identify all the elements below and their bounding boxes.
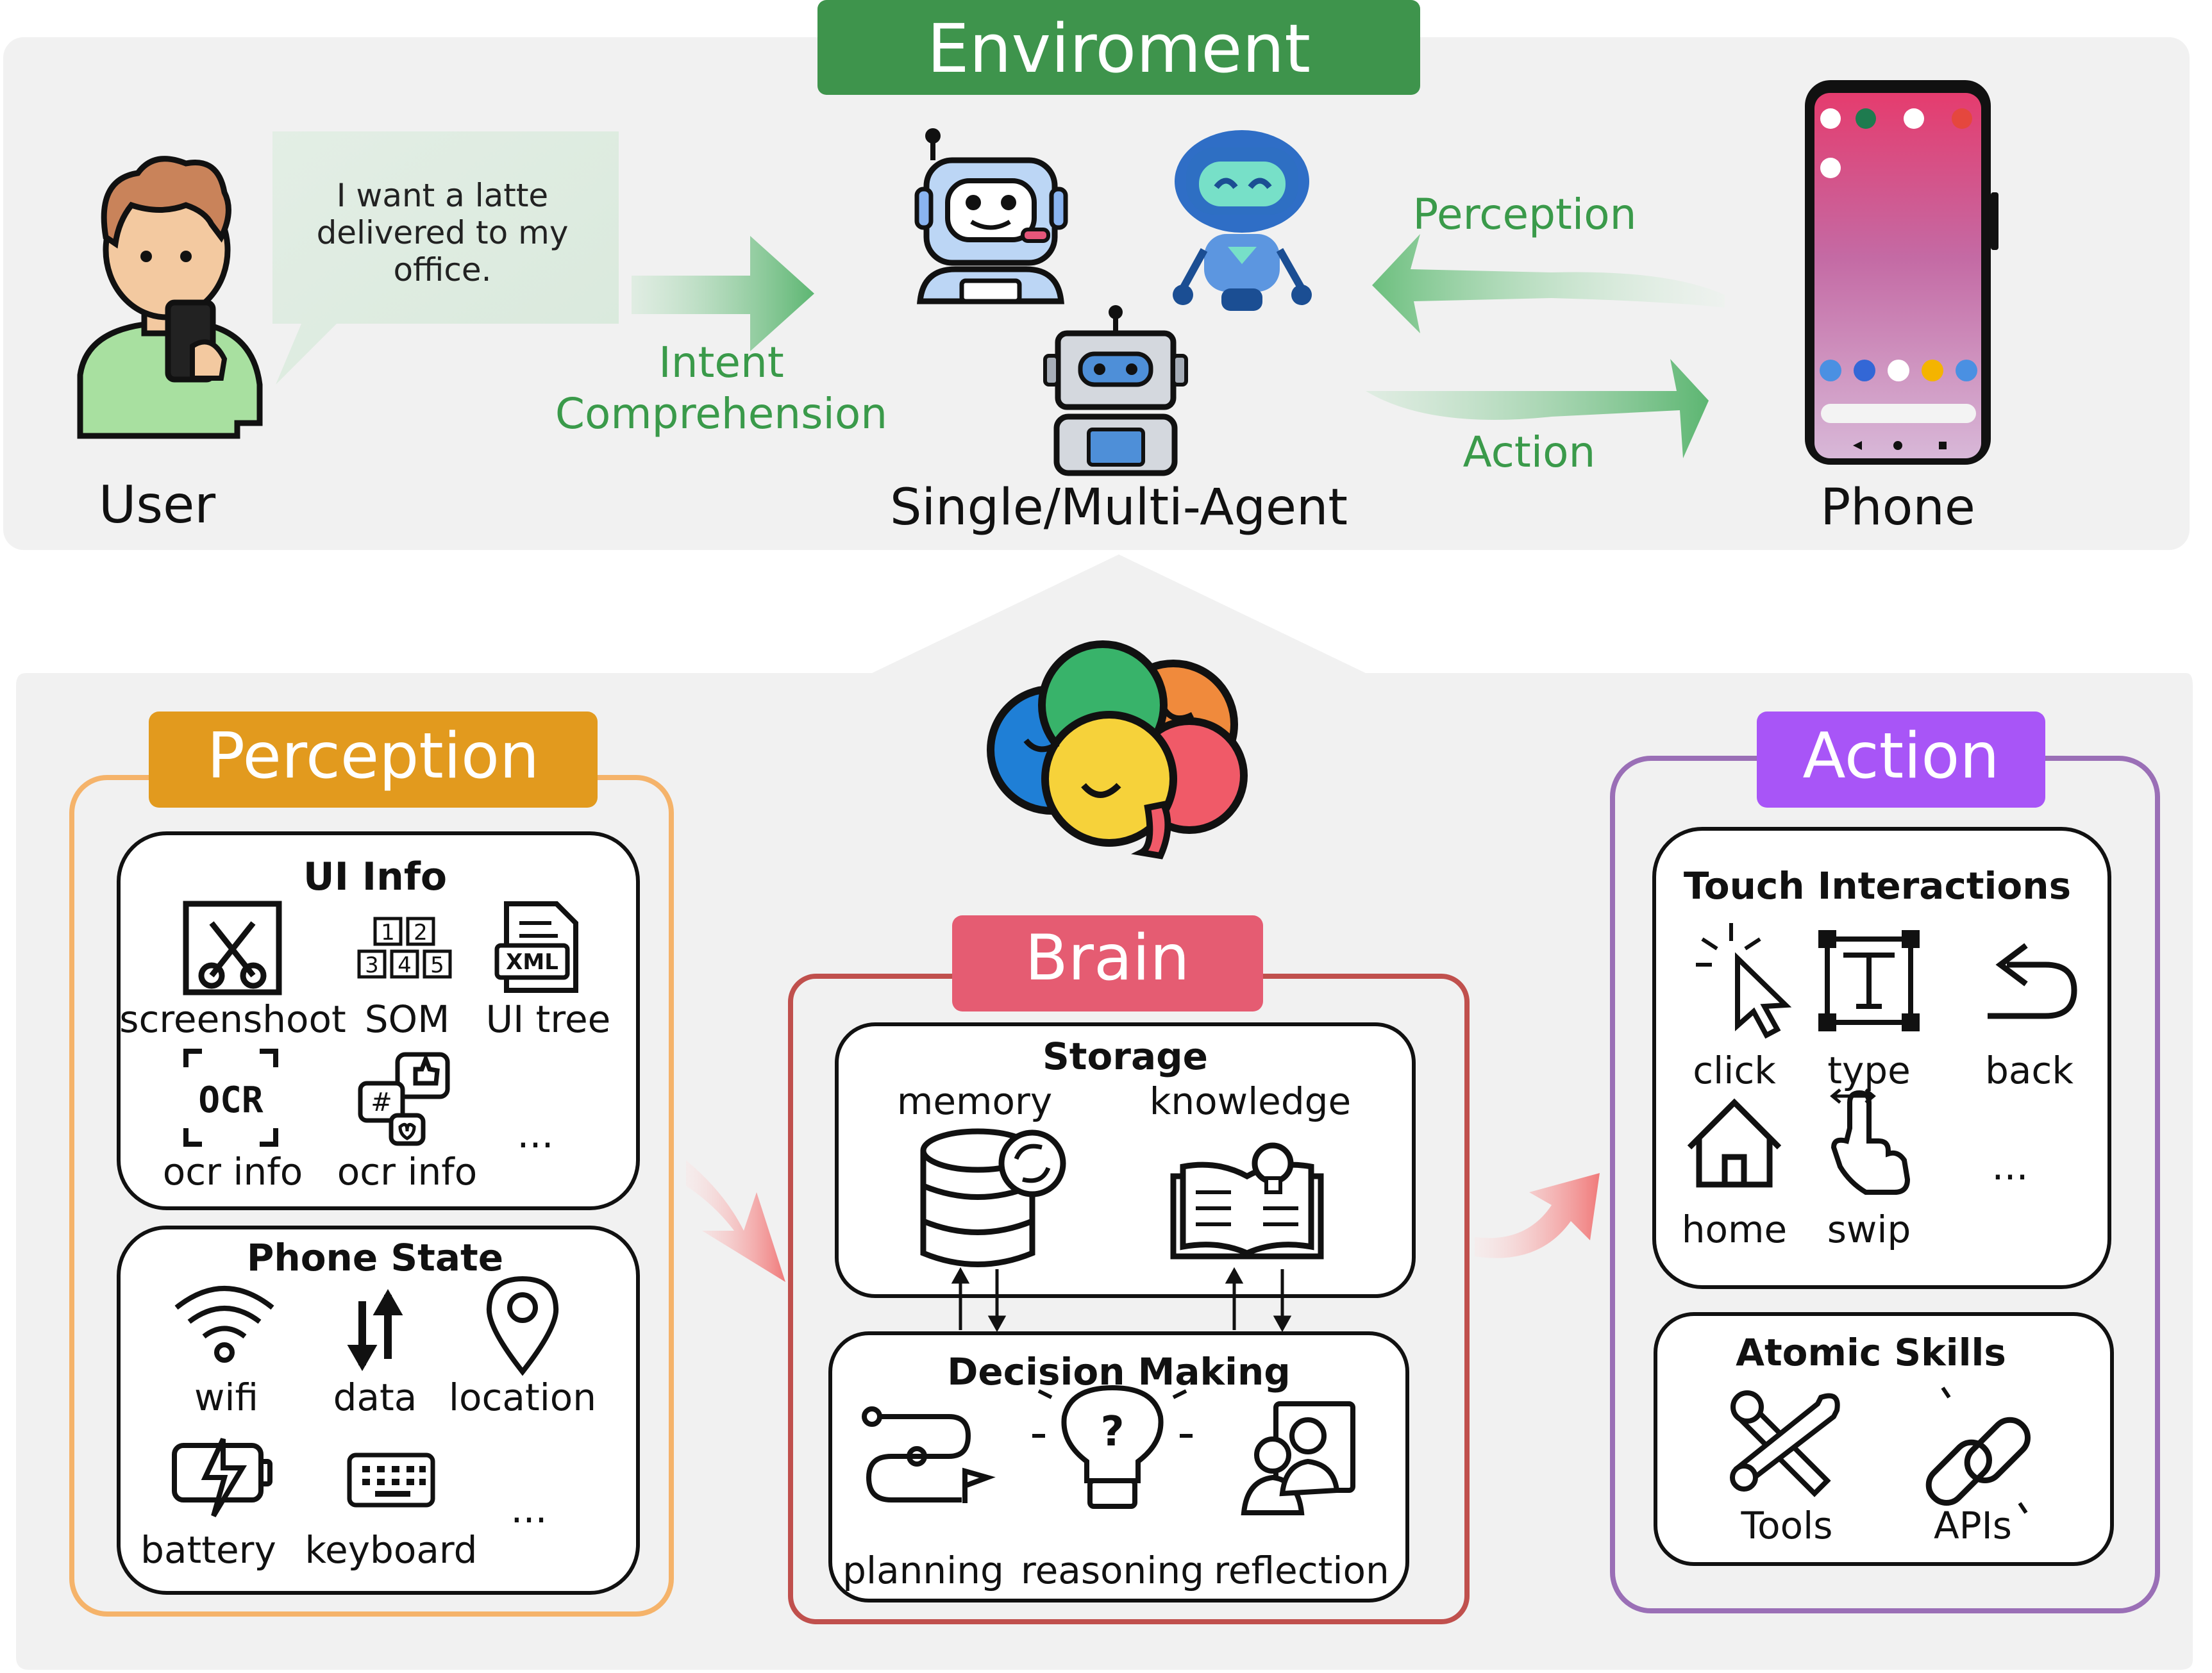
wifi-icon (174, 1286, 274, 1363)
perception-to-brain-arrow (686, 1160, 785, 1282)
som-number-1: 1 (381, 920, 395, 945)
som-icon: 1 2 3 4 5 (357, 917, 452, 979)
storage-decision-arrows (951, 1267, 1292, 1333)
ui-info-item-som: SOM (365, 997, 450, 1041)
perception-arrow-label: Perception (1413, 190, 1637, 239)
atomic-item-apis: APIs (1934, 1504, 2012, 1547)
swipe-hand-icon (1830, 1088, 1911, 1195)
intent-label-1: Intent (658, 338, 784, 387)
tools-icon (1730, 1390, 1840, 1497)
user-label: User (99, 475, 215, 535)
phone-icon (1805, 80, 1998, 465)
xml-file-icon: XML (494, 901, 578, 993)
svg-text:#: # (371, 1088, 392, 1117)
atomic-skills-box (1654, 1312, 2114, 1566)
phone-state-item-data: data (333, 1376, 417, 1419)
screenshot-icon (183, 901, 282, 995)
api-link-icon (1925, 1386, 2031, 1514)
decision-item-reflection: reflection (1214, 1549, 1389, 1592)
speech-line-3: office. (393, 251, 491, 288)
phone-state-item-wifi: wifi (194, 1376, 258, 1419)
touch-title: Touch Interactions (1684, 864, 2071, 908)
phone-state-item-keyboard: keyboard (305, 1528, 477, 1572)
brain-title-box (952, 915, 1263, 1011)
storage-item-memory: memory (897, 1079, 1052, 1123)
som-number-3: 3 (365, 953, 379, 978)
ocr-icon: OCR (183, 1049, 278, 1147)
storage-item-knowledge: knowledge (1150, 1079, 1351, 1123)
social-tags-icon: # (358, 1052, 450, 1146)
click-cursor-icon (1696, 923, 1792, 1039)
perception-title: Perception (207, 720, 539, 793)
phone-state-item-battery: battery (140, 1528, 276, 1572)
planning-route-icon (862, 1406, 996, 1503)
home-icon (1687, 1098, 1782, 1188)
som-number-4: 4 (398, 953, 412, 978)
som-number-5: 5 (430, 953, 444, 978)
agent-label: Single/Multi-Agent (890, 479, 1348, 537)
brain-icon (987, 640, 1248, 860)
touch-item-back: back (1985, 1049, 2074, 1092)
action-arrow-label: Action (1463, 428, 1596, 477)
user-icon (77, 156, 263, 439)
speech-bubble (272, 131, 619, 385)
environment-title-box (817, 0, 1420, 95)
intent-label-2: Comprehension (555, 389, 887, 438)
environment-title: Enviroment (927, 10, 1311, 88)
perception-title-box (149, 712, 598, 808)
atomic-item-tools: Tools (1741, 1504, 1833, 1547)
speech-line-2: delivered to my (317, 214, 569, 251)
touch-item-type: type (1827, 1049, 1911, 1092)
ui-info-more: ... (517, 1112, 553, 1157)
speech-line-1: I want a latte (337, 177, 548, 214)
data-transfer-icon (347, 1288, 403, 1372)
intent-arrow (632, 236, 814, 351)
phone-state-item-location: location (449, 1376, 596, 1419)
robot-blue-icon (1173, 130, 1312, 311)
ui-info-title: UI Info (303, 854, 447, 899)
brain-to-action-arrow (1475, 1173, 1600, 1258)
ocr-icon-text: OCR (198, 1079, 263, 1121)
keyboard-icon (347, 1452, 435, 1508)
ui-info-item-ui-tree: UI tree (486, 997, 611, 1041)
perception-arrow (1372, 234, 1725, 333)
back-arrow-icon (1988, 943, 2077, 1019)
ui-info-item-screenshoot: screenshoot (119, 997, 346, 1041)
text-type-icon (1818, 930, 1920, 1031)
touch-item-swip: swip (1827, 1208, 1911, 1251)
touch-item-click: click (1693, 1049, 1776, 1092)
robot-headset-icon (914, 128, 1068, 304)
touch-more: ... (1991, 1144, 2028, 1189)
ui-info-item-ocr-info-2: ocr info (337, 1150, 477, 1194)
battery-charging-icon (172, 1438, 272, 1518)
lightbulb-question-icon: ? (1032, 1385, 1193, 1509)
robot-gray-icon (1043, 305, 1188, 476)
phone-state-more: ... (510, 1487, 547, 1532)
action-title: Action (1803, 720, 2000, 793)
decision-item-planning: planning (842, 1549, 1004, 1592)
database-sync-icon (920, 1128, 1066, 1267)
decision-item-reasoning: reasoning (1021, 1549, 1204, 1592)
action-title-box (1757, 712, 2045, 808)
xml-icon-text: XML (506, 949, 558, 975)
location-pin-icon (486, 1276, 559, 1376)
ui-info-item-ocr-info-1: ocr info (163, 1150, 303, 1194)
storage-title: Storage (1043, 1035, 1208, 1078)
book-idea-icon (1170, 1142, 1324, 1260)
touch-item-home: home (1682, 1208, 1787, 1251)
reflection-presenter-icon (1241, 1401, 1355, 1515)
svg-text:?: ? (1100, 1408, 1124, 1456)
som-number-2: 2 (414, 920, 428, 945)
brain-title: Brain (1025, 922, 1190, 995)
atomic-title: Atomic Skills (1736, 1331, 2006, 1374)
phone-label: Phone (1820, 479, 1975, 537)
action-arrow (1366, 359, 1709, 458)
phone-state-title: Phone State (247, 1236, 503, 1279)
